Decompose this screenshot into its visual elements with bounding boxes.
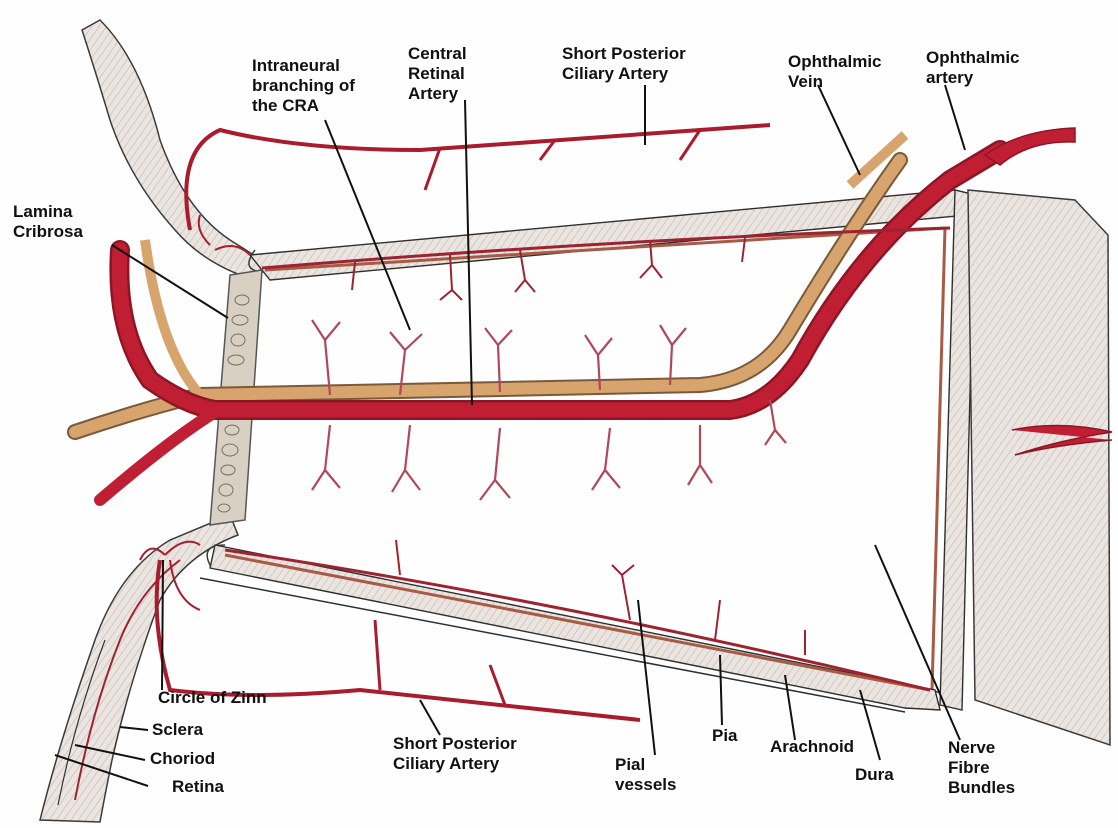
ophthalmic-artery-stump: [985, 128, 1075, 165]
label-line: artery: [926, 68, 1020, 88]
label-line: Pial: [615, 755, 676, 775]
label-line: Vein: [788, 72, 882, 92]
label-circle-of-zinn: Circle of Zinn: [158, 688, 267, 708]
nerve-cut-end: [968, 190, 1110, 745]
label-ophthalmic-artery: Ophthalmic artery: [926, 48, 1020, 88]
label-line: Ciliary Artery: [562, 64, 686, 84]
label-spca-bottom: Short Posterior Ciliary Artery: [393, 734, 517, 774]
sheath-lower: [210, 545, 940, 710]
label-line: vessels: [615, 775, 676, 795]
label-line: Cribrosa: [13, 222, 83, 242]
label-line: Artery: [408, 84, 467, 104]
label-pial-vessels: Pial vessels: [615, 755, 676, 795]
label-line: Intraneural: [252, 56, 355, 76]
label-lamina-cribrosa: Lamina Cribrosa: [13, 202, 83, 242]
sclera-wall-upper: [82, 20, 265, 280]
label-line: Fibre: [948, 758, 1015, 778]
label-line: Short Posterior: [562, 44, 686, 64]
label-line: Retinal: [408, 64, 467, 84]
label-line: Nerve: [948, 738, 1015, 758]
label-choriod: Choriod: [150, 749, 215, 769]
label-ophthalmic-vein: Ophthalmic Vein: [788, 52, 882, 92]
label-line: Bundles: [948, 778, 1015, 798]
spca-top: [186, 125, 770, 230]
label-retina: Retina: [172, 777, 224, 797]
label-pia: Pia: [712, 726, 738, 746]
label-line: branching of: [252, 76, 355, 96]
pia-line-lower: [225, 555, 930, 690]
label-nerve-fibre-bundles: Nerve Fibre Bundles: [948, 738, 1015, 798]
label-line: the CRA: [252, 96, 355, 116]
label-line: Ophthalmic: [926, 48, 1020, 68]
label-intraneural-branching: Intraneural branching of the CRA: [252, 56, 355, 116]
label-line: Ophthalmic: [788, 52, 882, 72]
label-line: Short Posterior: [393, 734, 517, 754]
label-arachnoid: Arachnoid: [770, 737, 854, 757]
label-line: Central: [408, 44, 467, 64]
label-line: Lamina: [13, 202, 83, 222]
label-sclera: Sclera: [152, 720, 203, 740]
label-central-retinal-artery: Central Retinal Artery: [408, 44, 467, 104]
label-dura: Dura: [855, 765, 894, 785]
label-spca-top: Short Posterior Ciliary Artery: [562, 44, 686, 84]
label-line: Ciliary Artery: [393, 754, 517, 774]
